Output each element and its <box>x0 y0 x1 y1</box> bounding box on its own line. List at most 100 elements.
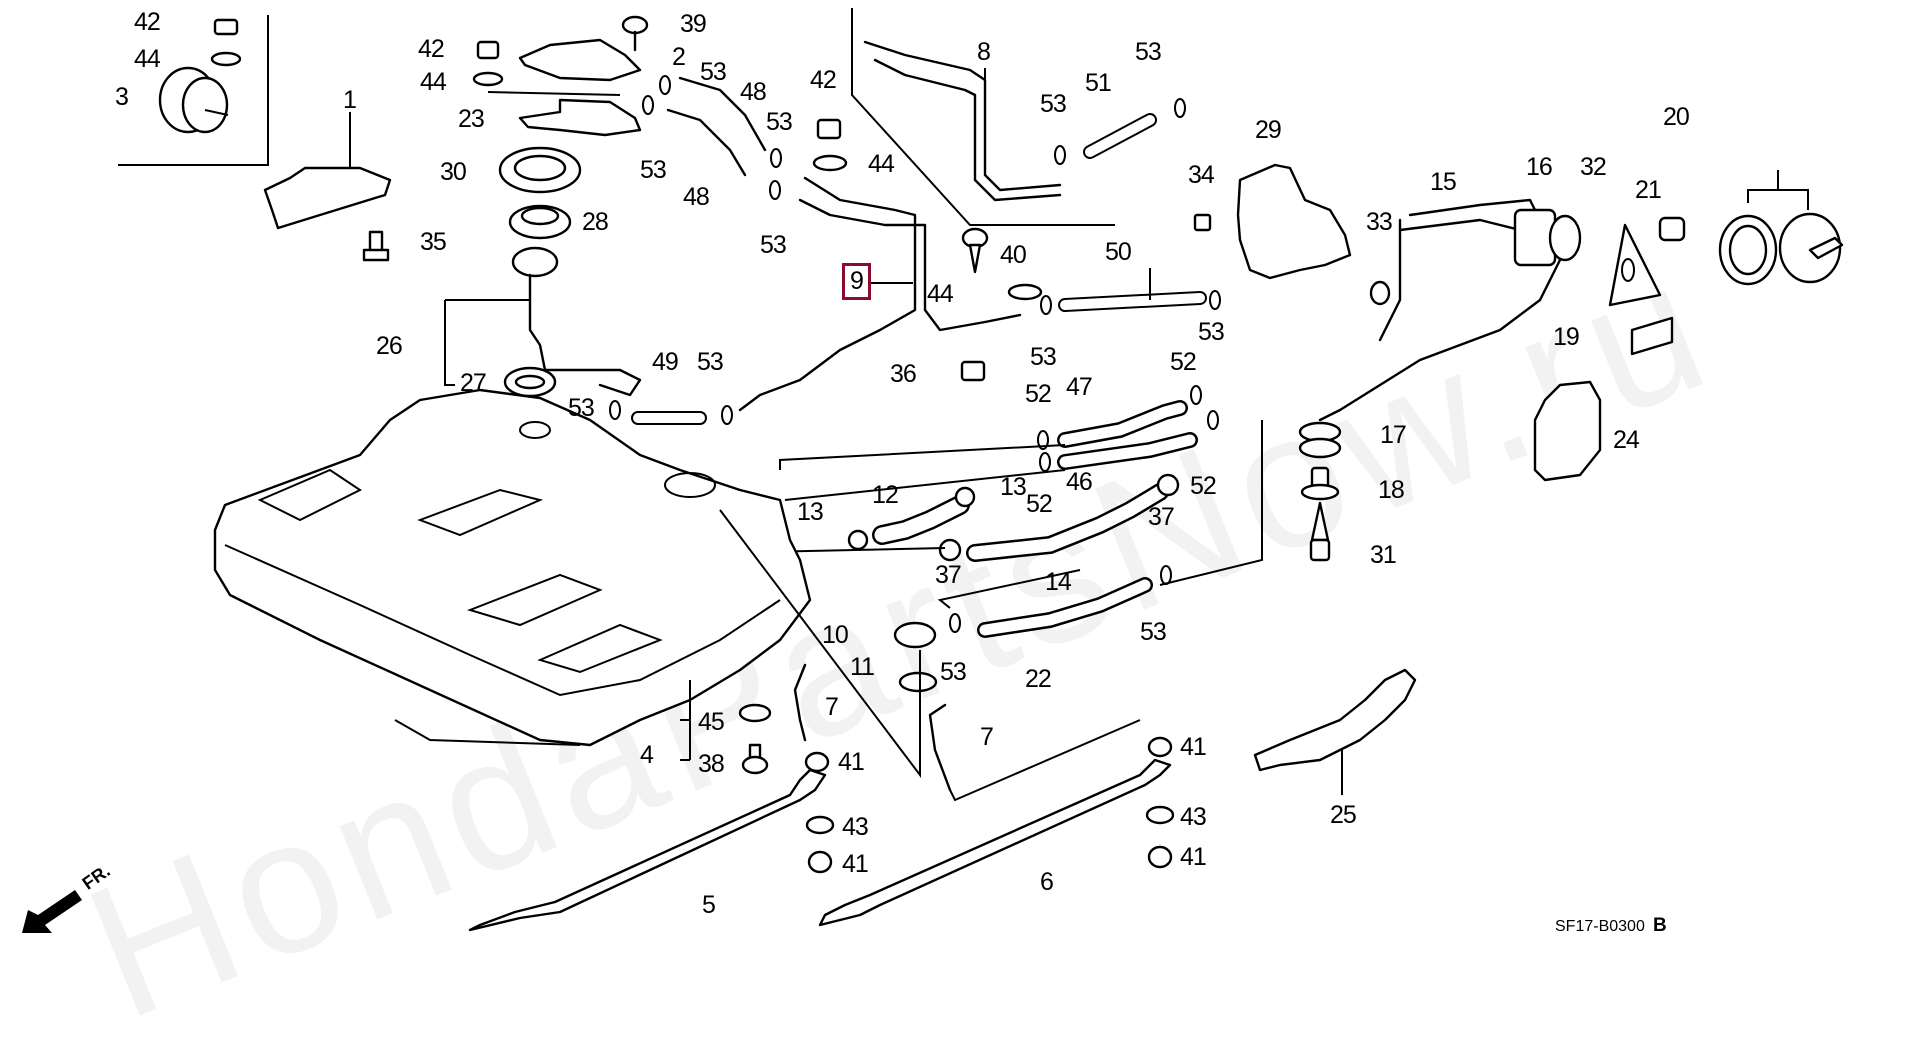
label-53l[interactable]: 53 <box>1140 618 1167 646</box>
label-9-highlighted[interactable]: 9 <box>842 263 871 300</box>
part-43b-washer <box>1145 805 1175 825</box>
label-53f[interactable]: 53 <box>1135 38 1162 66</box>
label-53c[interactable]: 53 <box>766 108 793 136</box>
label-27[interactable]: 27 <box>460 369 487 397</box>
part-41d-nut <box>1147 845 1173 869</box>
label-12[interactable]: 12 <box>872 481 899 509</box>
label-52c[interactable]: 52 <box>1170 348 1197 376</box>
part-39-bolt <box>621 15 649 52</box>
label-21[interactable]: 21 <box>1635 176 1662 204</box>
label-19[interactable]: 19 <box>1553 323 1580 351</box>
label-53j[interactable]: 53 <box>1198 318 1225 346</box>
label-8[interactable]: 8 <box>977 38 991 66</box>
label-7b[interactable]: 7 <box>980 723 994 751</box>
label-25[interactable]: 25 <box>1330 801 1357 829</box>
part-44b-washer <box>472 71 504 87</box>
label-1[interactable]: 1 <box>343 86 357 114</box>
label-7a[interactable]: 7 <box>825 693 839 721</box>
label-52b[interactable]: 52 <box>1026 490 1053 518</box>
label-24[interactable]: 24 <box>1613 426 1640 454</box>
label-37a[interactable]: 37 <box>935 561 962 589</box>
label-42b[interactable]: 42 <box>418 35 445 63</box>
label-53e[interactable]: 53 <box>1040 90 1067 118</box>
label-42c[interactable]: 42 <box>810 66 837 94</box>
label-50[interactable]: 50 <box>1105 238 1132 266</box>
label-28[interactable]: 28 <box>582 208 609 236</box>
part-18-collar <box>1300 466 1340 501</box>
label-22[interactable]: 22 <box>1025 665 1052 693</box>
label-52a[interactable]: 52 <box>1025 380 1052 408</box>
label-4[interactable]: 4 <box>640 741 654 769</box>
label-5[interactable]: 5 <box>702 891 716 919</box>
label-46[interactable]: 46 <box>1066 468 1093 496</box>
label-13a[interactable]: 13 <box>797 498 824 526</box>
label-20[interactable]: 20 <box>1663 103 1690 131</box>
label-44d[interactable]: 44 <box>927 280 954 308</box>
label-49[interactable]: 49 <box>652 348 679 376</box>
label-53i[interactable]: 53 <box>1030 343 1057 371</box>
part-36-clip <box>960 360 986 382</box>
part-32-nut <box>1658 216 1686 242</box>
label-45[interactable]: 45 <box>698 708 725 736</box>
part-11-grommet <box>898 671 938 693</box>
part-29-shield <box>1236 163 1352 280</box>
label-41c[interactable]: 41 <box>1180 733 1207 761</box>
label-3[interactable]: 3 <box>115 83 129 111</box>
label-13b[interactable]: 13 <box>1000 473 1027 501</box>
label-37b[interactable]: 37 <box>1148 503 1175 531</box>
label-47[interactable]: 47 <box>1066 373 1093 401</box>
part-8-pipe <box>863 40 1062 192</box>
label-14[interactable]: 14 <box>1045 568 1072 596</box>
label-29[interactable]: 29 <box>1255 116 1282 144</box>
label-41a[interactable]: 41 <box>838 748 865 776</box>
label-16[interactable]: 16 <box>1526 153 1553 181</box>
part-7b-rod <box>928 703 952 792</box>
label-35[interactable]: 35 <box>420 228 447 256</box>
label-18[interactable]: 18 <box>1378 476 1405 504</box>
label-53g[interactable]: 53 <box>697 348 724 376</box>
part-4-fuel-tank <box>213 388 812 747</box>
part-30-ring <box>498 146 582 194</box>
label-38[interactable]: 38 <box>698 750 725 778</box>
label-31[interactable]: 31 <box>1370 541 1397 569</box>
arrow-down-left-icon <box>22 890 82 933</box>
label-11[interactable]: 11 <box>850 653 875 681</box>
label-41d[interactable]: 41 <box>1180 843 1207 871</box>
part-38-bolt <box>741 743 769 775</box>
label-48b[interactable]: 48 <box>683 183 710 211</box>
label-44c[interactable]: 44 <box>868 150 895 178</box>
label-15[interactable]: 15 <box>1430 168 1457 196</box>
label-44a[interactable]: 44 <box>134 45 161 73</box>
label-44b[interactable]: 44 <box>420 68 447 96</box>
label-51[interactable]: 51 <box>1085 69 1112 97</box>
label-2[interactable]: 2 <box>672 43 686 71</box>
part-33-clip <box>1369 280 1391 306</box>
label-6[interactable]: 6 <box>1040 868 1054 896</box>
label-48a[interactable]: 48 <box>740 78 767 106</box>
label-17[interactable]: 17 <box>1380 421 1407 449</box>
label-53k[interactable]: 53 <box>940 658 967 686</box>
label-39[interactable]: 39 <box>680 10 707 38</box>
part-13a-clamp <box>847 529 869 551</box>
label-52d[interactable]: 52 <box>1190 472 1217 500</box>
label-26[interactable]: 26 <box>376 332 403 360</box>
label-53b[interactable]: 53 <box>640 156 667 184</box>
label-53d[interactable]: 53 <box>760 231 787 259</box>
label-40[interactable]: 40 <box>1000 241 1027 269</box>
label-53a[interactable]: 53 <box>700 58 727 86</box>
part-42b-nut <box>476 40 500 60</box>
label-10[interactable]: 10 <box>822 621 849 649</box>
label-36[interactable]: 36 <box>890 360 917 388</box>
label-43b[interactable]: 43 <box>1180 803 1207 831</box>
part-48b-hose <box>666 108 747 177</box>
label-43a[interactable]: 43 <box>842 813 869 841</box>
label-41b[interactable]: 41 <box>842 850 869 878</box>
label-42a[interactable]: 42 <box>134 8 161 36</box>
label-32[interactable]: 32 <box>1580 153 1607 181</box>
label-23[interactable]: 23 <box>458 105 485 133</box>
label-30[interactable]: 30 <box>440 158 467 186</box>
label-53h[interactable]: 53 <box>568 394 595 422</box>
part-44a-washer <box>210 51 242 67</box>
label-34[interactable]: 34 <box>1188 161 1215 189</box>
label-33[interactable]: 33 <box>1366 208 1393 236</box>
